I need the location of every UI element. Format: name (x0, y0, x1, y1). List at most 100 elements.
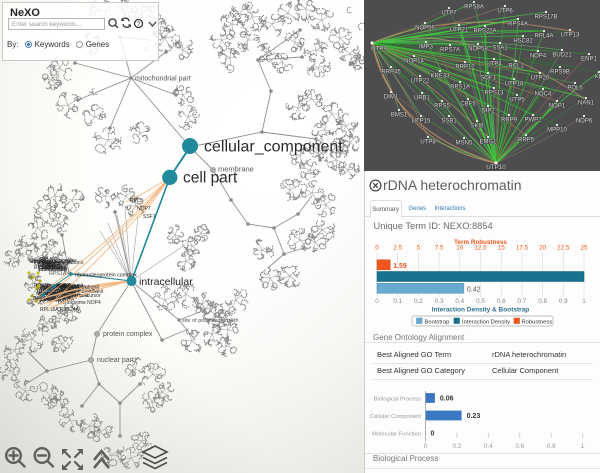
svg-text:90S preribosome: 90S preribosome (39, 258, 77, 264)
svg-text:UTP13: UTP13 (561, 33, 580, 39)
svg-text:ribosome: ribosome (43, 263, 64, 269)
svg-text:ribosomal subunit: ribosomal subunit (44, 283, 84, 289)
svg-text:membrane: membrane (218, 165, 254, 174)
svg-text:0: 0 (431, 430, 435, 437)
svg-text:PWP2: PWP2 (524, 118, 542, 124)
svg-text:0.8: 0.8 (547, 443, 556, 450)
svg-text:RPS17B: RPS17B (534, 15, 557, 21)
svg-text:RPS13: RPS13 (484, 91, 504, 97)
svg-text:POL5: POL5 (567, 86, 583, 92)
svg-text:snoRNA: snoRNA (61, 289, 80, 295)
svg-text:Bootstrap: Bootstrap (425, 319, 450, 325)
svg-text:ribosomal subunit: ribosomal subunit (31, 259, 71, 265)
svg-text:RPS24A: RPS24A (60, 284, 80, 290)
svg-text:MPP10: MPP10 (547, 128, 567, 134)
svg-text:NOC4: NOC4 (535, 92, 552, 98)
svg-text:ribosomal subunit: ribosomal subunit (64, 289, 104, 295)
svg-text:0.3: 0.3 (435, 298, 444, 305)
svg-text:Biological Process: Biological Process (374, 396, 421, 402)
svg-text:20: 20 (539, 245, 547, 252)
svg-text:MSN5: MSN5 (456, 141, 473, 147)
svg-text:NOP7: NOP7 (137, 206, 151, 212)
svg-text:RRP12: RRP12 (455, 65, 475, 71)
svg-text:RRP5: RRP5 (518, 138, 535, 144)
svg-text:KR: KR (595, 75, 600, 81)
svg-text:1.59: 1.59 (393, 263, 407, 270)
svg-text:2.5: 2.5 (393, 245, 402, 252)
svg-text:RPS7A: RPS7A (440, 48, 460, 54)
svg-text:RPS4A: RPS4A (508, 22, 528, 28)
svg-text:EMG1: EMG1 (479, 140, 497, 146)
svg-text:BUD21: BUD21 (552, 53, 572, 59)
svg-text:25: 25 (580, 245, 588, 252)
svg-text:22.5: 22.5 (557, 245, 570, 252)
svg-text:NAN1: NAN1 (578, 101, 595, 107)
svg-text:RPS1A: RPS1A (64, 292, 81, 298)
svg-text:RPS5: RPS5 (434, 104, 450, 110)
svg-text:UTP7: UTP7 (441, 11, 457, 17)
svg-text:CBF5: CBF5 (460, 102, 476, 108)
svg-text:DIM1: DIM1 (384, 95, 399, 101)
svg-text:RPS6A: RPS6A (55, 295, 72, 301)
svg-text:precursor: precursor (46, 264, 67, 270)
svg-text:RPS13: RPS13 (34, 283, 50, 289)
svg-text:RPS7A: RPS7A (46, 290, 63, 296)
svg-text:RPS1A: RPS1A (43, 262, 60, 268)
svg-text:mitochondrial part: mitochondrial part (135, 76, 191, 83)
svg-text:nucleolar: nucleolar (37, 287, 58, 293)
svg-text:0.1: 0.1 (393, 298, 402, 305)
svg-text:snoRNA: snoRNA (58, 290, 77, 296)
svg-text:UTP20: UTP20 (531, 76, 550, 82)
svg-text:RPL5: RPL5 (42, 265, 55, 271)
svg-text:ribosome: ribosome (63, 284, 84, 290)
svg-text:Molecular Function: Molecular Function (372, 431, 421, 437)
svg-text:preribosome: preribosome (42, 261, 70, 267)
svg-text:0.9: 0.9 (559, 298, 568, 305)
svg-text:RPL5: RPL5 (40, 257, 53, 263)
svg-text:0.2: 0.2 (414, 298, 423, 305)
svg-text:RRP45: RRP45 (381, 70, 401, 76)
svg-text:RPS11A: RPS11A (44, 286, 63, 292)
svg-text:RPS13: RPS13 (50, 292, 66, 298)
svg-text:Interaction Density & Bootstra: Interaction Density & Bootstrap (432, 307, 530, 314)
svg-text:RPS11A: RPS11A (53, 296, 72, 302)
svg-text:snoRNA: snoRNA (68, 285, 87, 291)
svg-text:RPL4A: RPL4A (534, 34, 553, 40)
svg-text:UTP5: UTP5 (509, 98, 525, 104)
svg-text:UTP22: UTP22 (411, 79, 430, 85)
svg-text:UTP21: UTP21 (450, 28, 469, 34)
svg-text:1: 1 (581, 443, 585, 450)
svg-text:nuclear part: nuclear part (97, 357, 134, 364)
svg-text:RPL21A: RPL21A (40, 285, 59, 291)
svg-text:UTP8: UTP8 (420, 140, 436, 146)
svg-text:snoRNA: snoRNA (35, 297, 54, 303)
svg-text:RPS13: RPS13 (45, 261, 61, 267)
svg-text:ribosomal subunit: ribosomal subunit (59, 288, 99, 294)
svg-text:0.4: 0.4 (484, 443, 493, 450)
svg-text:0.6: 0.6 (515, 443, 524, 450)
svg-text:0.42: 0.42 (467, 286, 481, 293)
svg-text:NOP1: NOP1 (549, 104, 566, 110)
svg-text:RPL5: RPL5 (130, 198, 143, 204)
svg-text:subunit precursor: subunit precursor (62, 293, 101, 299)
svg-text:0: 0 (375, 298, 379, 305)
svg-text:site of polarized growth: site of polarized growth (182, 318, 239, 324)
svg-text:?: ? (137, 21, 141, 28)
svg-text:RPS8A: RPS8A (464, 5, 484, 11)
svg-text:cellular_component: cellular_component (204, 139, 343, 156)
svg-text:BMS1: BMS1 (391, 113, 408, 119)
svg-text:UTP18: UTP18 (505, 82, 524, 88)
svg-text:NOP6: NOP6 (576, 119, 593, 125)
svg-text:5: 5 (417, 245, 421, 252)
svg-text:0.6: 0.6 (497, 298, 506, 305)
svg-text:Cellular Component: Cellular Component (370, 414, 422, 420)
svg-text:RPL6B: RPL6B (36, 286, 53, 292)
svg-text:RPS22A: RPS22A (473, 29, 496, 35)
svg-text:RPS13: RPS13 (44, 296, 60, 302)
svg-text:RPS6A: RPS6A (39, 262, 56, 268)
svg-text:snoRNA: snoRNA (58, 295, 77, 301)
svg-text:RPS9B: RPS9B (550, 70, 570, 76)
svg-text:Term Robustness: Term Robustness (454, 239, 507, 246)
svg-text:0.4: 0.4 (455, 298, 464, 305)
svg-text:ribosomal subunit: ribosomal subunit (58, 285, 100, 291)
